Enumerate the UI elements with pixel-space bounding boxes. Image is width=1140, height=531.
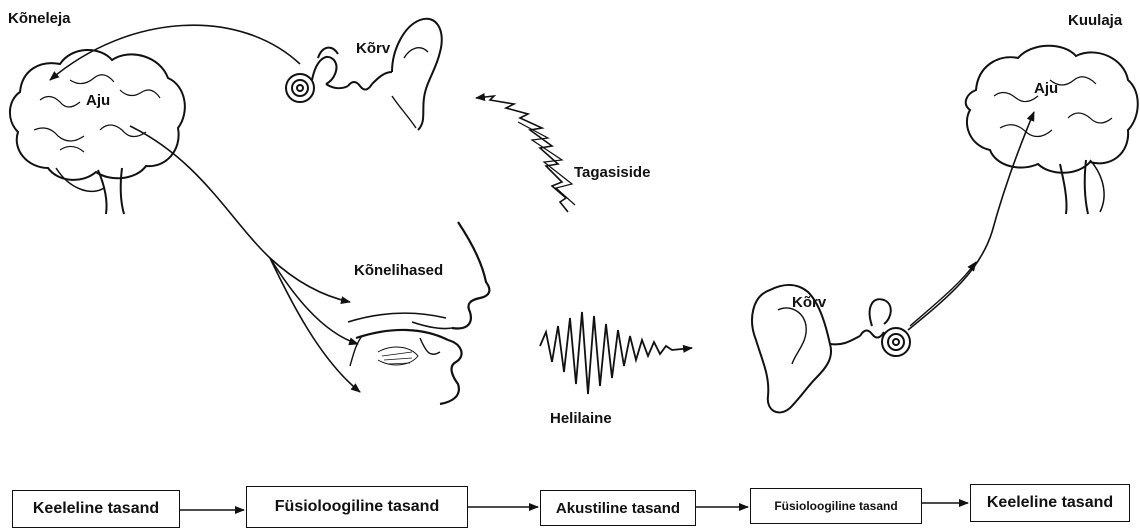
level-box-linguistic-speaker: Keeleline tasand bbox=[12, 490, 180, 528]
speaker-label: Kõneleja bbox=[8, 10, 71, 27]
listener-brain-label: Aju bbox=[1034, 80, 1058, 97]
listener-ear-label: Kõrv bbox=[792, 294, 826, 311]
speaker-ear-label: Kõrv bbox=[356, 40, 390, 57]
listener-ear-to-brain-branch bbox=[910, 262, 976, 326]
level-box-physiological-listener: Füsioloogiline tasand bbox=[750, 488, 922, 524]
level-box-linguistic-listener: Keeleline tasand bbox=[970, 484, 1130, 522]
level-box-physiological-speaker: Füsioloogiline tasand bbox=[246, 486, 468, 528]
listener-ear-icon bbox=[752, 285, 910, 412]
sound-wave-label: Helilaine bbox=[550, 410, 612, 427]
brain-to-muscles-arrows bbox=[130, 126, 360, 392]
speaker-brain-label: Aju bbox=[86, 92, 110, 109]
speech-muscles-label: Kõnelihased bbox=[354, 262, 443, 279]
speaker-ear-icon bbox=[286, 19, 442, 130]
feedback-label: Tagasiside bbox=[574, 164, 650, 181]
speaker-face-profile bbox=[348, 222, 489, 404]
level-box-acoustic: Akustiline tasand bbox=[540, 490, 696, 526]
sound-wave bbox=[540, 312, 692, 394]
listener-ear-to-brain-arrow bbox=[908, 112, 1034, 330]
listener-brain-icon bbox=[966, 46, 1138, 214]
feedback-wave bbox=[476, 96, 575, 212]
listener-label: Kuulaja bbox=[1068, 12, 1122, 29]
ear-to-brain-arrow bbox=[50, 25, 300, 80]
speaker-brain-icon bbox=[10, 50, 185, 214]
